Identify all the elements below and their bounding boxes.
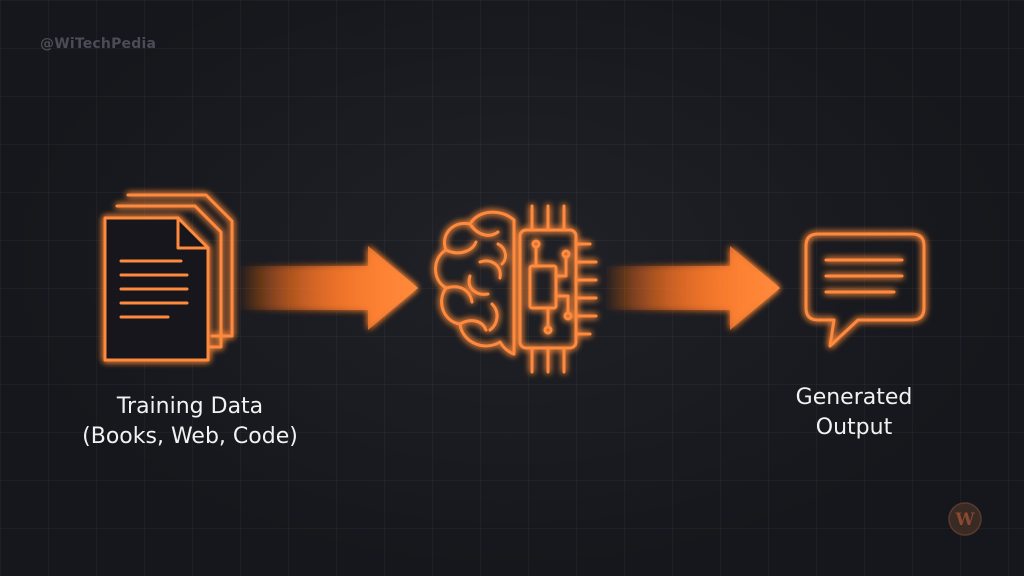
- generated-output-label: Generated Output: [774, 383, 934, 443]
- documents-icon: [103, 193, 234, 362]
- watermark-text: @WiTechPedia: [40, 36, 157, 52]
- generated-output-label-line1: Generated: [795, 385, 913, 410]
- training-data-label-line1: Training Data: [116, 394, 264, 419]
- witechpedia-logo-icon: W: [948, 502, 982, 536]
- flow-arrow-model-to-output: [604, 246, 780, 330]
- brain-chip-icon: [434, 204, 598, 374]
- speech-bubble-icon: [804, 232, 926, 348]
- generated-output-label-line2: Output: [815, 415, 893, 440]
- flow-arrow-training-to-model: [238, 246, 418, 330]
- training-data-label-line2: (Books, Web, Code): [82, 424, 298, 449]
- logo-letter: W: [954, 510, 975, 530]
- training-data-label: Training Data (Books, Web, Code): [60, 392, 320, 452]
